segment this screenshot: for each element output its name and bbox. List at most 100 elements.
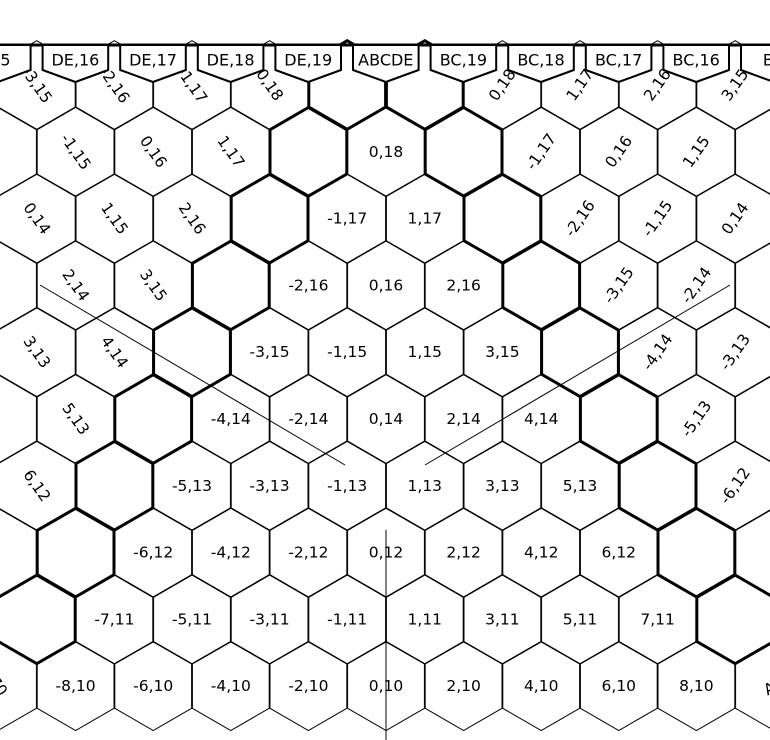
hex-outline — [269, 374, 348, 464]
hex-coordinate-label: 1,17 — [408, 210, 443, 228]
hex-cell: 4,14 — [75, 307, 154, 398]
hex-cell: 1,17 — [191, 106, 270, 197]
hex-cell: 4,12 — [502, 507, 581, 598]
hex-coordinate-label: 70 — [0, 673, 11, 699]
hex-cell: 6,12 — [0, 440, 76, 531]
hex-cell: 0,16 — [114, 106, 193, 197]
hex-cell: AE — [735, 643, 770, 729]
header-tab — [196, 44, 265, 84]
hex-cell: -6,12 — [114, 507, 193, 598]
hex-outline — [0, 375, 37, 463]
hex-outline — [347, 374, 425, 464]
hex-outline — [424, 374, 503, 464]
hex-coordinate-label: 2,16 — [446, 276, 481, 294]
hex-cell: -2,14 — [657, 240, 736, 331]
hex-coordinate-label: -6,10 — [133, 677, 173, 695]
hex-coordinate-label: 4,10 — [524, 677, 559, 695]
hex-outline — [230, 440, 309, 531]
hex-cell: 3,15 — [114, 240, 193, 331]
hex-coordinate-label: -4,14 — [211, 410, 251, 428]
hex-outline — [0, 642, 37, 730]
hex-cell: -1,15 — [308, 307, 387, 398]
hex-outline — [114, 641, 193, 732]
hex-cell: 2,12 — [424, 507, 503, 598]
header-tab — [41, 44, 110, 84]
hex-outline — [502, 641, 581, 732]
hex-coordinate-label: -6,12 — [133, 544, 173, 562]
hex-outline — [735, 643, 770, 729]
hex-coordinate-label: -3,13 — [250, 477, 290, 495]
hex-coordinate-label: 1,13 — [408, 477, 443, 495]
hex-cell: 0,14 — [696, 173, 770, 264]
hex-coordinate-label: 4,12 — [524, 544, 559, 562]
header-tab — [429, 44, 498, 84]
hex-outline — [191, 507, 270, 598]
hex-cell: -2,14 — [269, 374, 348, 464]
hex-cell: -4,10 — [191, 641, 270, 732]
hex-outline — [579, 641, 658, 732]
hex-coordinate-label: 0,18 — [369, 143, 404, 161]
hex-cell: 3,13 — [463, 440, 542, 531]
axis-line-diagonal-left — [39, 284, 346, 466]
header-tab — [740, 44, 770, 82]
hex-cell: -1,15 — [618, 173, 697, 264]
hex-cell: -3,15 — [579, 240, 658, 331]
hex-coordinate-label: -1,11 — [327, 610, 367, 628]
hex-outline — [347, 240, 425, 331]
hex-cell: 2,10 — [424, 641, 503, 732]
hex-coordinate-label: 3,13 — [485, 477, 520, 495]
header-tab-label: ,15 — [0, 51, 11, 70]
hex-boundary-bold — [0, 573, 77, 666]
hex-cell: -1,17 — [502, 106, 581, 197]
hex-outline — [385, 307, 464, 398]
header-tab-label: BC — [763, 51, 770, 70]
hex-outline — [153, 574, 231, 665]
hex-cell: 6,10 — [579, 641, 658, 732]
hex-cell: -2,10 — [269, 641, 348, 732]
hex-outline — [657, 240, 736, 331]
hex-cell: -3,11 — [230, 574, 309, 665]
header-tab — [507, 44, 575, 84]
hex-cell: -6,12 — [696, 440, 770, 531]
hex-coordinate-label: 2,12 — [446, 544, 481, 562]
hex-outline — [36, 240, 115, 331]
hex-cell — [735, 242, 770, 328]
hex-cell: 1,15 — [657, 106, 736, 197]
hex-cell: -1,11 — [308, 574, 387, 665]
hex-coordinate-label: 8,10 — [679, 677, 714, 695]
hex-cell: 0,14 — [0, 173, 76, 264]
hex-outline — [308, 440, 387, 531]
hex-coordinate-label: -7,11 — [94, 610, 134, 628]
header-tab-label: DE,18 — [207, 51, 255, 70]
header-tab-label: DE,16 — [51, 51, 99, 70]
hex-cell: 1,15 — [385, 307, 464, 398]
header-tab-label: BC,19 — [440, 51, 487, 70]
hex-coordinate-label: -4,12 — [211, 544, 251, 562]
hex-cell: 1,15 — [75, 173, 154, 264]
header-tab — [0, 44, 32, 83]
hex-outline — [0, 241, 37, 330]
header-tab-strip: ,15DE,16DE,17DE,18DE,19ABCDEBC,19BC,18BC… — [0, 43, 770, 84]
header-tab-label: BC,17 — [595, 51, 642, 70]
hex-cell: -2,12 — [269, 507, 348, 598]
hex-cell: -5,13 — [153, 440, 231, 531]
hex-coordinate-label: 6,10 — [602, 677, 637, 695]
header-tab — [662, 44, 730, 84]
hex-outline — [463, 440, 542, 531]
hex-coordinate-label: -3,11 — [250, 610, 290, 628]
hex-coordinate-label: 3,11 — [485, 610, 520, 628]
hex-cell: 4,10 — [502, 641, 581, 732]
hex-outline — [191, 641, 270, 732]
axis-line-diagonal-right — [424, 284, 731, 466]
header-tab — [119, 44, 187, 84]
hex-outline — [541, 574, 619, 665]
hex-coordinate-label: -8,10 — [56, 677, 96, 695]
header-tab-label: BC,18 — [517, 51, 564, 70]
hex-outline — [230, 574, 309, 665]
hex-outline — [735, 376, 770, 462]
header-tab-label: BC,16 — [673, 51, 720, 70]
hex-outline — [696, 307, 770, 398]
hex-cell: 8,10 — [657, 641, 736, 732]
hex-outline — [424, 641, 503, 732]
hex-coordinate-label: -1,15 — [327, 343, 367, 361]
